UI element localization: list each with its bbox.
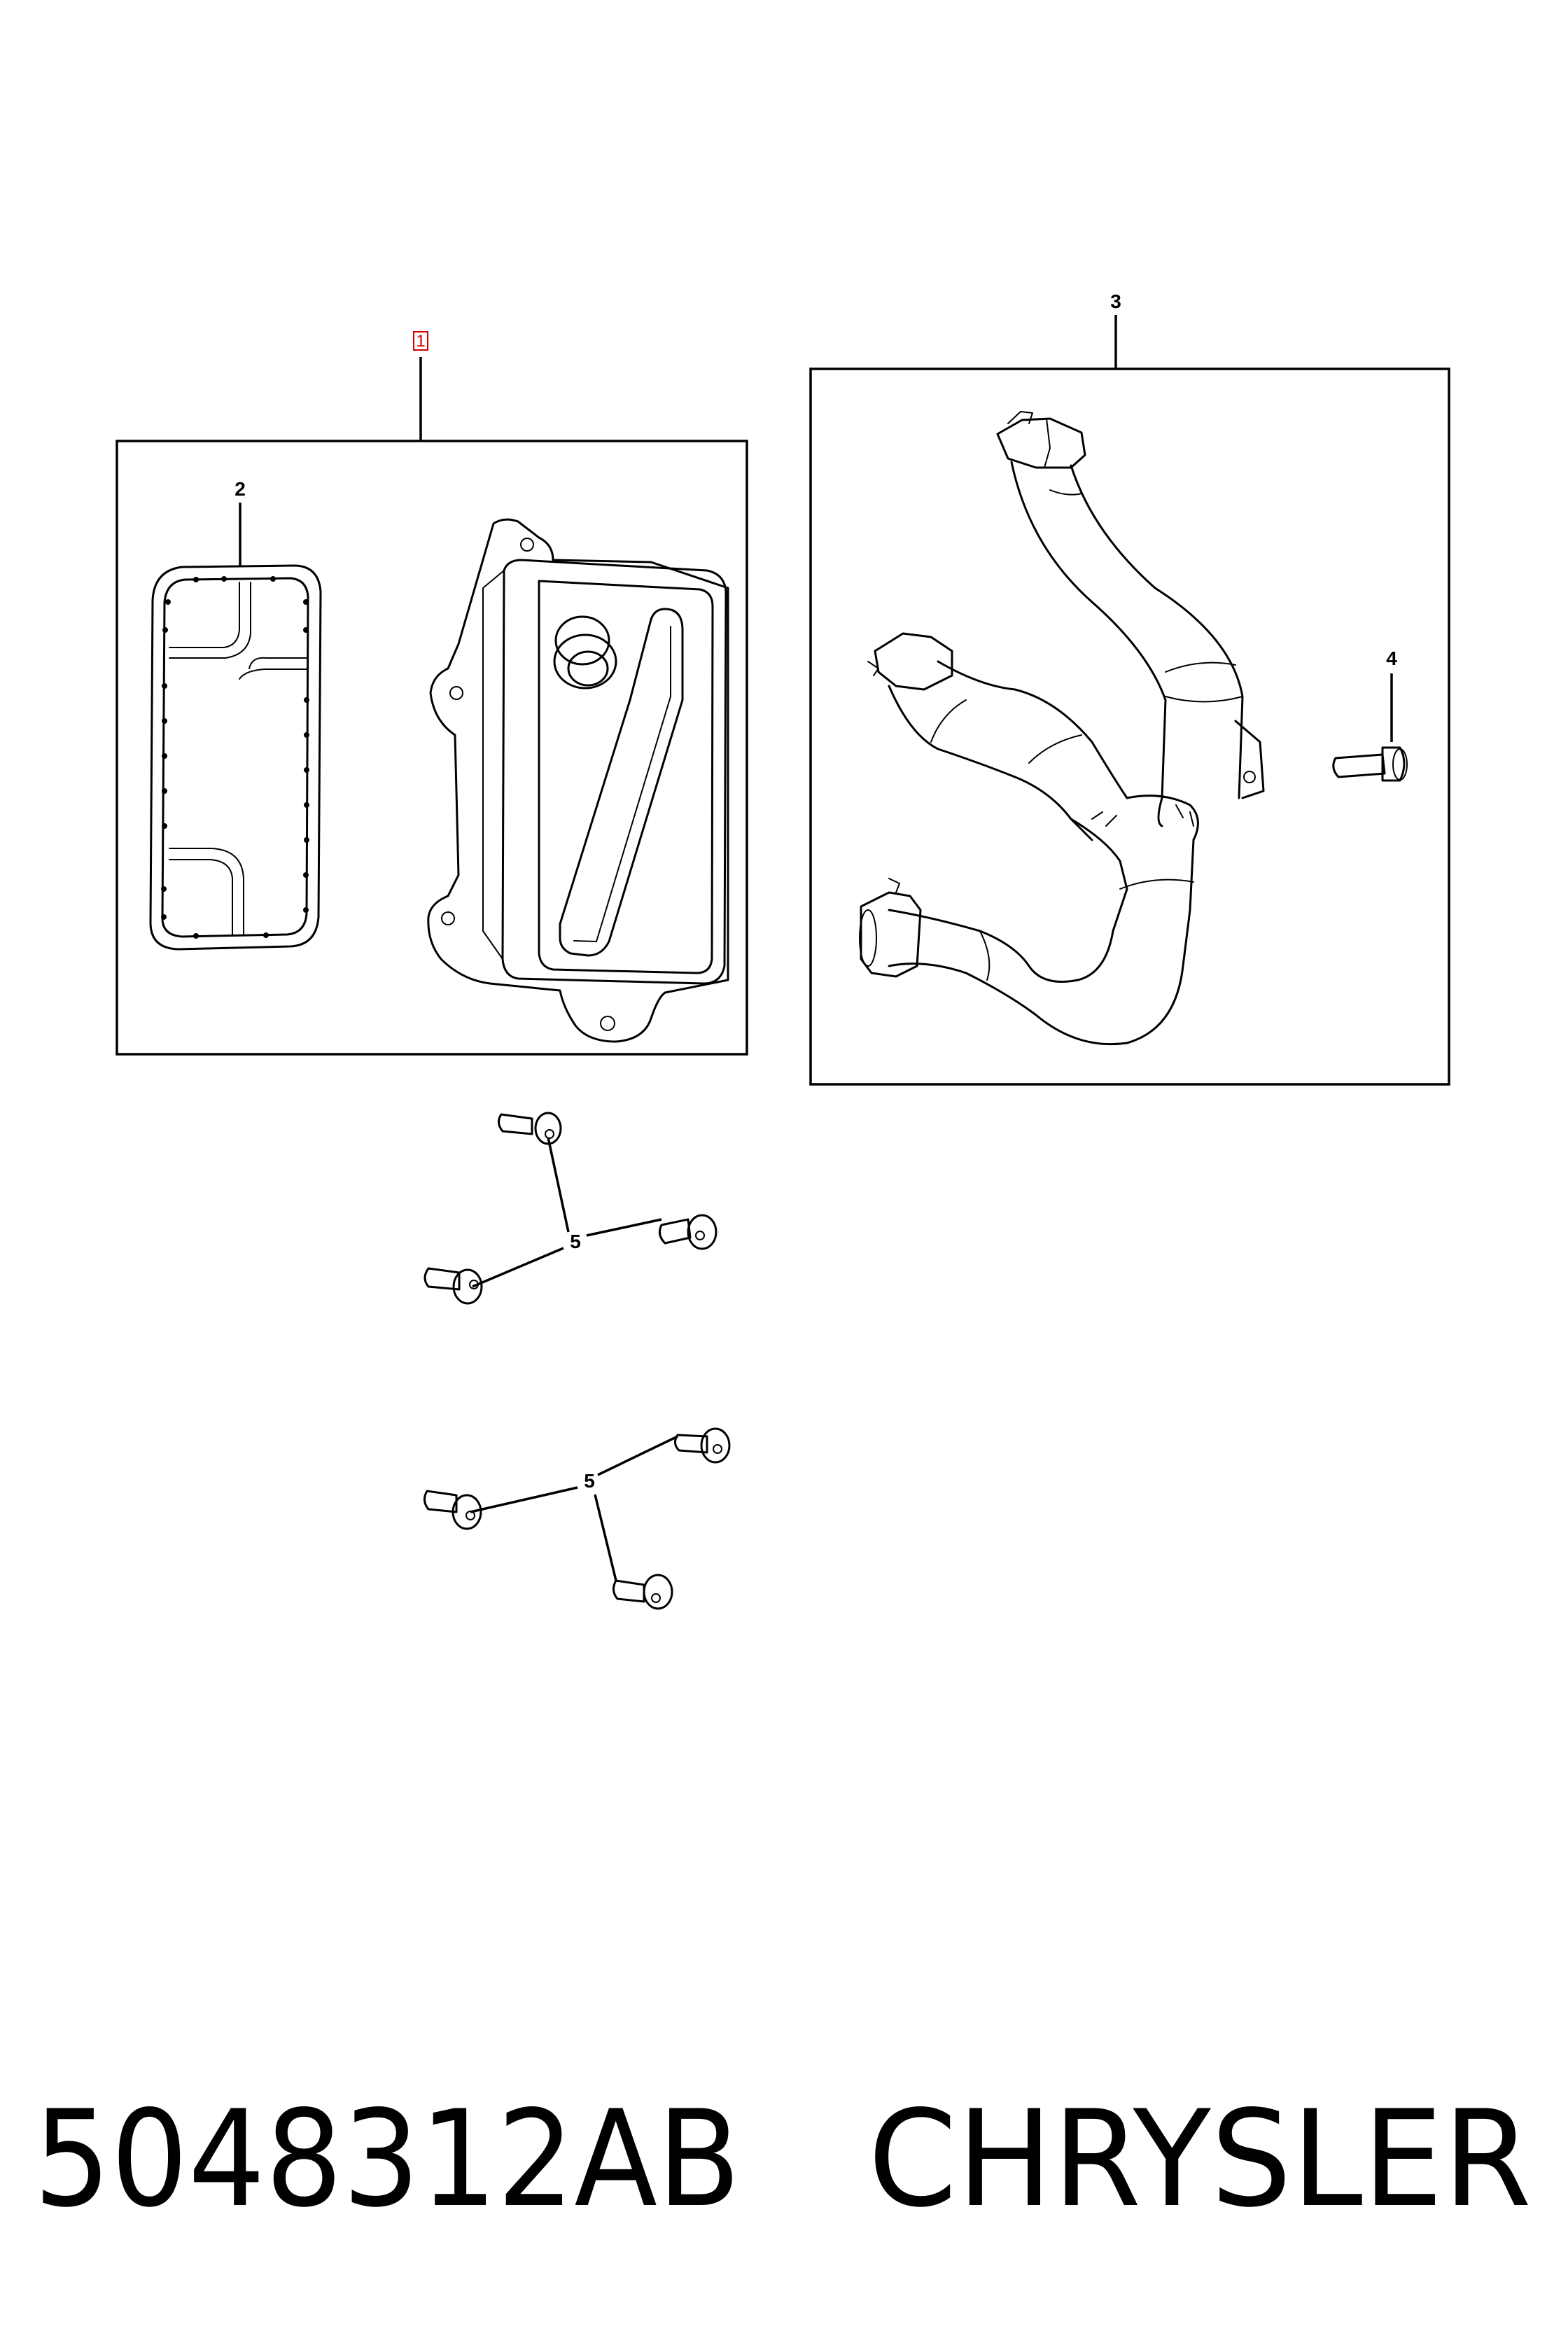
lower-bolt-group: 5 — [424, 1427, 731, 1610]
upper-bolts-callout: 5 — [570, 1231, 581, 1252]
hose-mounting-bolt — [1332, 746, 1408, 782]
bolt-icon — [498, 1112, 562, 1145]
oil-cooler-gasket — [149, 564, 322, 951]
bolt-icon — [424, 1267, 483, 1305]
hose-assembly-frame — [809, 368, 1450, 1086]
lower-bolts-callout: 5 — [584, 1470, 595, 1492]
kit-frame — [115, 440, 748, 1056]
upper-bolt-group: 5 — [424, 1112, 718, 1305]
bolt-icon — [658, 1214, 718, 1250]
gasket-callout: 2 — [234, 478, 246, 500]
brand-name: CHRYSLER — [868, 2082, 1532, 2236]
kit-callout-label: 1 — [416, 332, 425, 351]
bolt-icon — [424, 1490, 482, 1530]
kit-callout[interactable]: 1 — [413, 331, 428, 351]
oil-cooler-hose-assembly — [859, 411, 1265, 1046]
hose-bolt-callout: 4 — [1386, 648, 1397, 669]
hose-assembly-callout: 3 — [1110, 290, 1121, 312]
engine-oil-cooler — [427, 518, 729, 1043]
bolt-icon — [612, 1574, 673, 1610]
part-number: 5048312AB — [34, 2082, 741, 2236]
gasket-beads — [161, 576, 309, 939]
bolt-icon — [674, 1427, 731, 1464]
